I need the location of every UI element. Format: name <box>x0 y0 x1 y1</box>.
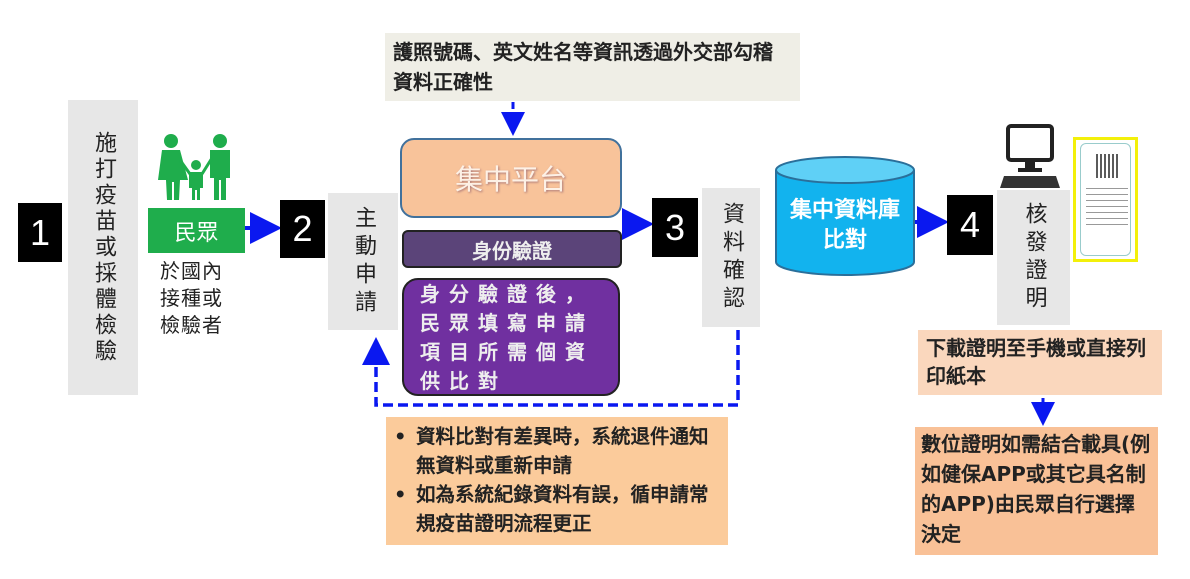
download-note: 下載證明至手機或直接列印紙本 <box>918 330 1162 395</box>
phone-certificate-icon <box>1073 137 1138 262</box>
platform-detail: 身分驗證後，民眾填寫申請項目所需個資供比對 <box>402 278 620 396</box>
error-note-text: 如為系統紀錄資料有誤，循申請常規疫苗證明流程更正 <box>416 483 709 535</box>
step-4-number: 4 <box>947 195 993 255</box>
step-4-label: 核發證明 <box>1021 201 1047 314</box>
step-2-label: 主動申請 <box>351 205 376 318</box>
error-note-text: 資料比對有差異時，系統退件通知無資料或重新申請 <box>416 425 709 477</box>
return-arrow <box>362 330 740 407</box>
people-label: 民眾 <box>148 208 245 253</box>
step-3-box: 資料確認 <box>702 188 760 327</box>
identity-verification: 身份驗證 <box>402 230 622 268</box>
step-4-box: 核發證明 <box>997 190 1070 325</box>
step-1-box: 施打疫苗或採體檢驗 <box>68 100 138 395</box>
step-3-label: 資料確認 <box>719 201 744 314</box>
step-1-number: 1 <box>18 203 62 262</box>
error-note-item: •如為系統紀錄資料有誤，循申請常規疫苗證明流程更正 <box>394 480 720 538</box>
digital-note: 數位證明如需結合載具(例如健保APP或其它具名制的APP)由民眾自行選擇決定 <box>915 427 1158 555</box>
error-note-item: •資料比對有差異時，系統退件通知無資料或重新申請 <box>394 422 720 480</box>
step-2-box: 主動申請 <box>328 193 398 330</box>
database-label: 集中資料庫比對 <box>790 198 901 253</box>
step-1-label: 施打疫苗或採體檢驗 <box>91 130 116 365</box>
people-description: 於國內接種或檢驗者 <box>160 259 223 337</box>
platform-title: 集中平台 <box>400 138 622 218</box>
step-2-number: 2 <box>280 200 325 258</box>
error-notes: •資料比對有差異時，系統退件通知無資料或重新申請 •如為系統紀錄資料有誤，循申請… <box>386 417 728 545</box>
step-3-number: 3 <box>652 198 698 257</box>
top-note: 護照號碼、英文姓名等資訊透過外交部勾稽資料正確性 <box>385 33 800 101</box>
